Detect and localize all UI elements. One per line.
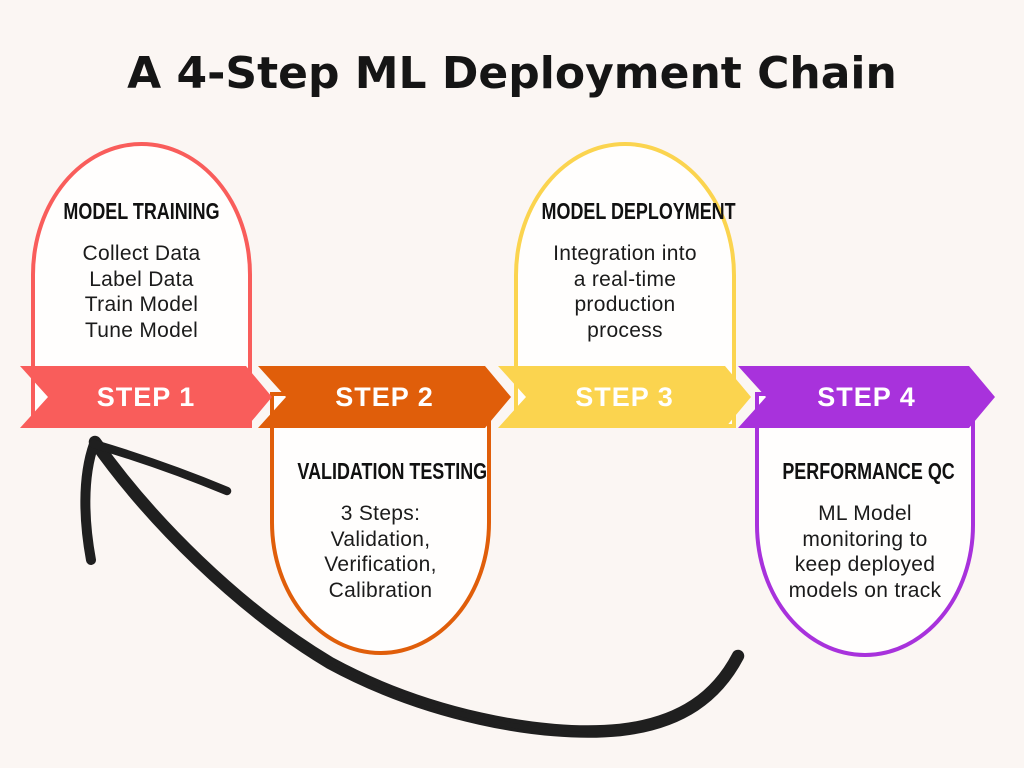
page-title: A 4-Step ML Deployment Chain [127,48,897,99]
step-2-card: VALIDATION TESTING 3 Steps: Validation, … [270,392,491,655]
step-3-body: Integration into a real-time production … [518,241,732,343]
step-3-label: STEP 3 [575,382,674,412]
step-2-body: 3 Steps: Validation, Verification, Calib… [274,501,487,603]
step-1-line: Train Model [84,293,199,316]
step-4-line: models on track [788,578,942,602]
step-4-body: ML Model monitoring to keep deployed mod… [759,501,971,603]
step-2-label: STEP 2 [335,382,434,412]
arrowhead-lower-barb [80,439,99,565]
step-4-label: STEP 4 [817,382,916,412]
arrowhead-right-barb [89,439,232,496]
step-1-label: STEP 1 [96,382,196,412]
step-4-line: keep deployed [794,553,936,576]
step-4-line: monitoring to [802,527,928,551]
step-1-body: Collect Data Label Data Train Model Tune… [35,241,248,343]
step-1-banner: STEP 1 [20,366,272,428]
step-3-banner: STEP 3 [498,366,751,428]
step-2-line: 3 Steps: [340,502,421,525]
step-3-line: process [587,318,663,342]
step-2-line: Validation, [330,527,431,551]
step-2-banner: STEP 2 [258,366,511,428]
step-3-line: production [574,293,676,316]
step-1-line: Collect Data [82,242,201,265]
step-2-heading: VALIDATION TESTING [297,458,488,484]
step-1-line: Label Data [89,267,194,291]
step-3-line: Integration into [553,242,697,265]
step-2-line: Verification, [324,553,437,576]
step-1-heading: MODEL TRAINING [63,198,220,224]
step-3-heading: MODEL DEPLOYMENT [541,198,736,224]
step-4-card: PERFORMANCE QC ML Model monitoring to ke… [755,392,975,657]
step-4-heading: PERFORMANCE QC [782,458,955,484]
step-4-banner: STEP 4 [738,366,995,428]
arrow-shaft-texture [297,639,588,738]
step-4-line: ML Model [818,502,912,525]
step-2-line: Calibration [328,578,433,602]
step-1-line: Tune Model [84,318,199,342]
step-3-line: a real-time [573,267,677,291]
